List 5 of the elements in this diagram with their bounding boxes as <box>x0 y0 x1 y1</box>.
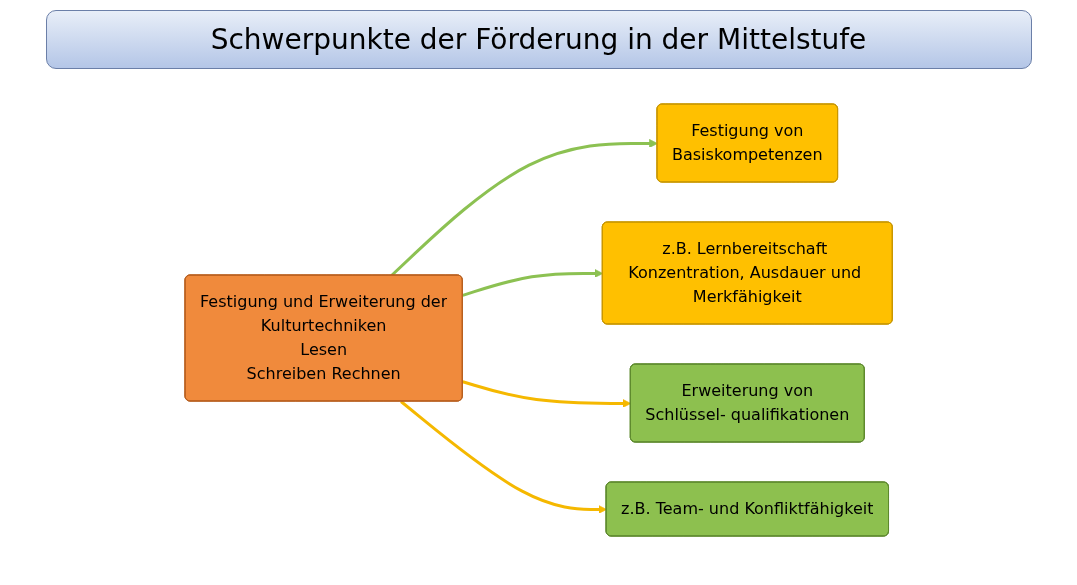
arrow <box>390 139 658 277</box>
arrow <box>399 400 607 514</box>
arrow <box>462 380 632 408</box>
arrow <box>462 269 604 297</box>
title-banner: Schwerpunkte der Förderung in der Mittelstufe <box>45 10 1032 69</box>
